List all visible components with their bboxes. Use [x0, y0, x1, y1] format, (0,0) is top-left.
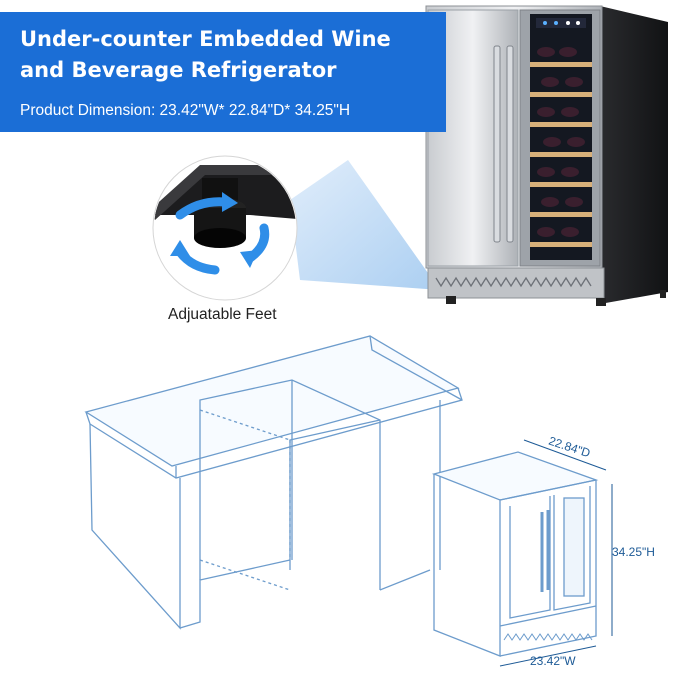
refrigerator-line-drawing	[431, 451, 599, 657]
adjustable-feet-closeup	[152, 155, 298, 301]
feet-caption: Adjuatable Feet	[168, 306, 277, 323]
product-dimension-text: Product Dimension: 23.42"W* 22.84"D* 34.…	[20, 102, 351, 119]
height-label: 34.25"H	[612, 545, 655, 559]
wine-refrigerator-photo	[425, 5, 668, 306]
title-banner: Under-counter Embedded Wine and Beverage…	[0, 12, 446, 132]
dimension-lines	[499, 439, 613, 667]
zoom-beam	[290, 160, 440, 290]
banner-title: Under-counter Embedded Wine and Beverage…	[20, 27, 391, 82]
cabinet-line-drawing	[84, 335, 463, 630]
width-label: 23.42"W	[530, 654, 576, 668]
